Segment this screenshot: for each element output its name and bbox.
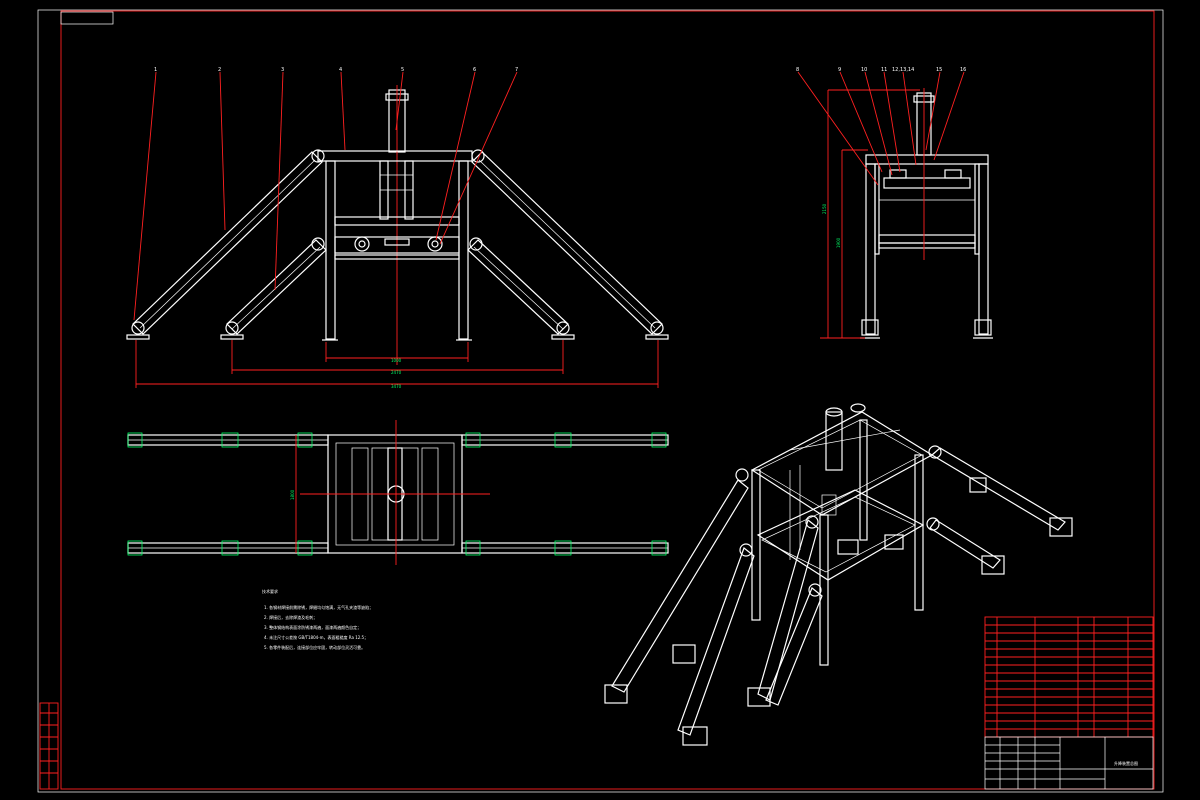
- dim-overall-width: 3470: [391, 384, 402, 389]
- dim-side-height-2: 2150: [822, 203, 827, 214]
- callout-8: 8: [796, 67, 799, 73]
- note-1: 1. 各钢材焊接前需除锈，焊缝均匀饱满，无气孔夹渣等缺陷；: [264, 604, 373, 610]
- note-4: 4. 未注尺寸公差按 GB/T1804-m，表面粗糙度 Ra 12.5；: [264, 634, 368, 640]
- dim-plan-depth: 1800: [290, 489, 295, 500]
- callout-9: 9: [838, 67, 841, 73]
- note-2: 2. 焊接后，去除焊渣及毛刺；: [264, 614, 317, 620]
- plan-view: [127, 420, 669, 565]
- sheet-inner-frame: [60, 10, 1155, 790]
- callout-5: 5: [401, 67, 404, 73]
- callout-7: 7: [515, 67, 518, 73]
- note-3: 3. 整体钢结构表面涂防锈漆两遍，面漆两遍颜色自定；: [264, 624, 361, 630]
- callout-11: 11: [881, 67, 887, 73]
- callout-16: 16: [960, 67, 966, 73]
- callout-1: 1: [154, 67, 157, 73]
- callout-10: 10: [861, 67, 867, 73]
- note-5: 5. 各零件装配后，连接部位应牢固，转动部位灵活可靠。: [264, 644, 365, 650]
- callout-2: 2: [218, 67, 221, 73]
- title-block: [984, 736, 1154, 790]
- drawing-code-box: [60, 11, 114, 25]
- callout-6: 6: [473, 67, 476, 73]
- callout-3: 3: [281, 67, 284, 73]
- isometric-view: [604, 403, 1073, 746]
- dim-inner-width: 1000: [391, 358, 402, 363]
- side-view: [797, 71, 993, 339]
- notes-title: 技术要求: [262, 588, 278, 594]
- binding-margin-table: [39, 702, 59, 790]
- front-view: [126, 71, 669, 388]
- callout-4: 4: [339, 67, 342, 73]
- callout-15: 15: [936, 67, 942, 73]
- dim-side-height-1: 1900: [836, 237, 841, 248]
- dim-mid-width: 2470: [391, 370, 402, 375]
- parts-list-table: [984, 616, 1154, 738]
- callout-12-13-14: 12,13,14: [892, 67, 914, 73]
- title-block-drawing-name: 升降装置总图: [1114, 760, 1138, 766]
- sheet-outer-border: [37, 9, 1164, 793]
